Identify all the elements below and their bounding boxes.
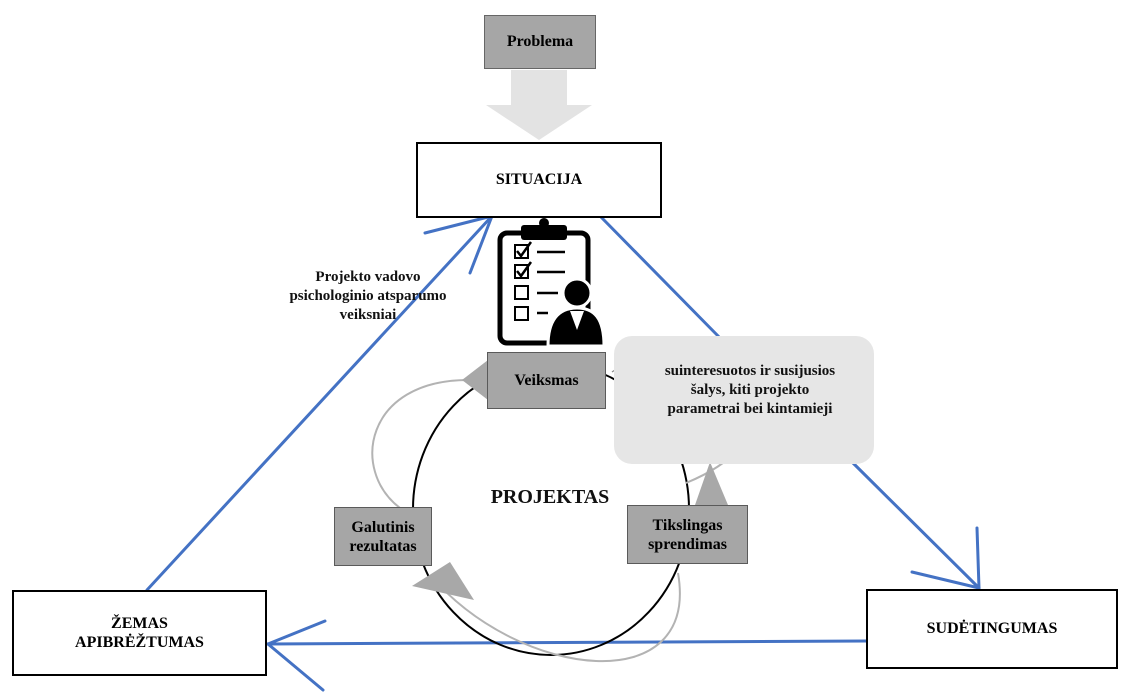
- edge-low-to-situation: [145, 214, 494, 592]
- edge-situation-to-complexity: [598, 214, 724, 342]
- project-title: PROJEKTAS: [490, 486, 610, 508]
- arrowhead-complexity-a: [910, 570, 981, 590]
- problem-label: Problema: [506, 33, 574, 50]
- final-result-label: Galutinis rezultatas: [349, 518, 417, 555]
- situation-box: SITUACIJA: [416, 142, 662, 218]
- cycle-arrowhead-decision: [695, 462, 728, 505]
- triangle-arrows: [145, 214, 981, 692]
- resilience-factors-label: Projekto vadovo psichologinio atsparumo …: [289, 269, 447, 323]
- complexity-label: SUDĖTINGUMAS: [926, 620, 1058, 637]
- problem-box: Problema: [484, 15, 596, 69]
- stakeholders-bubble: [614, 336, 874, 464]
- action-box: Veiksmas: [487, 352, 606, 409]
- cycle-arrow-decision-to-result: [429, 572, 681, 662]
- cycle-arrowhead-action: [462, 360, 488, 400]
- targeted-decision-box: Tikslingas sprendimas: [627, 505, 748, 564]
- cycle-arrowhead-result: [412, 562, 474, 600]
- situation-label: SITUACIJA: [495, 171, 583, 188]
- clipboard-checklist-person-icon: [497, 218, 606, 348]
- edge-situation-to-complexity-2: [850, 460, 981, 590]
- low-definition-box: ŽEMAS APIBRĖŽTUMAS: [12, 590, 267, 676]
- final-result-box: Galutinis rezultatas: [334, 507, 432, 566]
- problem-down-arrow: [486, 70, 592, 140]
- arrowhead-low-a: [266, 619, 327, 646]
- complexity-box: SUDĖTINGUMAS: [866, 589, 1118, 669]
- action-label: Veiksmas: [514, 371, 579, 389]
- arrowhead-complexity-b: [975, 526, 981, 590]
- edge-complexity-to-low: [266, 639, 868, 646]
- arrowhead-low-b: [266, 642, 325, 692]
- arrowhead-situation-b: [468, 214, 494, 275]
- arrowhead-situation-a: [423, 214, 494, 235]
- low-definition-label: ŽEMAS APIBRĖŽTUMAS: [75, 615, 204, 651]
- cycle-arrow-result-to-action: [371, 379, 469, 509]
- targeted-decision-label: Tikslingas sprendimas: [648, 516, 727, 553]
- stakeholders-text: suinteresuotos ir susijusios šalys, kiti…: [664, 363, 836, 417]
